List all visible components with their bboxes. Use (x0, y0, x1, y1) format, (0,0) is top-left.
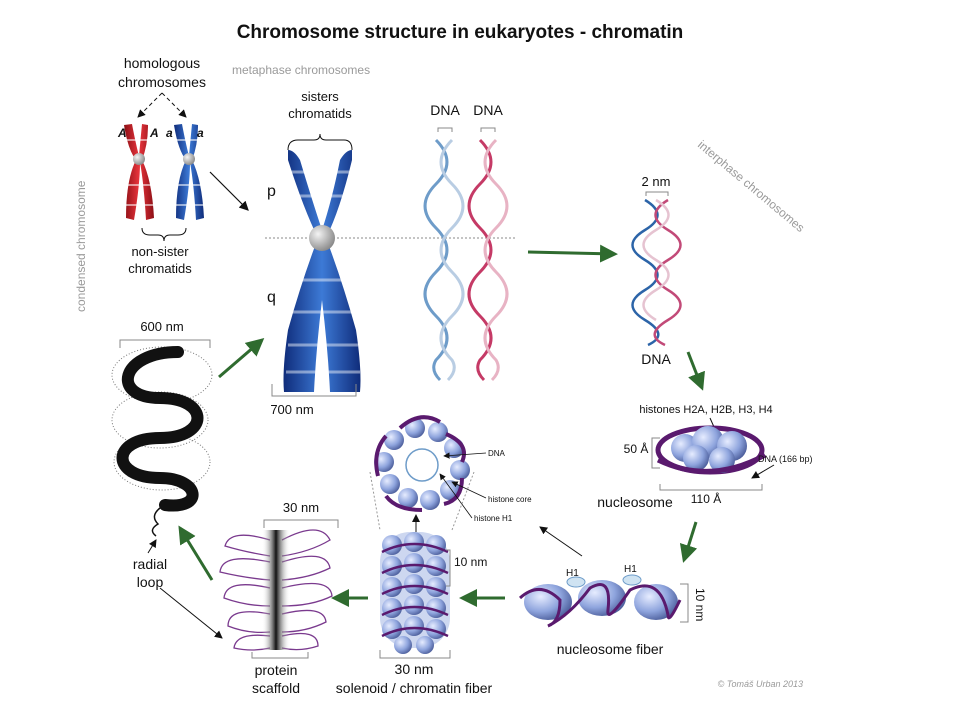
label-histone-core: histone core (488, 495, 532, 504)
label-protein: protein (255, 662, 298, 678)
nucleosome-core (655, 425, 767, 475)
dna-helix-right (467, 138, 509, 382)
arrow-dna-small (443, 452, 487, 459)
label-chromatids: chromatids (128, 261, 192, 276)
label-p-arm: p (267, 183, 276, 200)
label-solenoid: solenoid / chromatin fiber (336, 680, 493, 696)
radial-loop-detail (151, 507, 161, 537)
homologous-pair (124, 124, 204, 220)
red-chromosome (124, 124, 154, 220)
bracket-10nm-b (680, 583, 689, 623)
label-chromosomes: chromosomes (118, 74, 206, 90)
label-dna-bottom: DNA (641, 351, 671, 367)
arrow-histone-core (451, 481, 487, 499)
sisters-brace (287, 133, 353, 151)
label-nucleosome: nucleosome (597, 494, 673, 510)
bracket-600nm (119, 339, 211, 348)
label-dna-right: DNA (473, 102, 503, 118)
arrow-radial-loop (147, 539, 157, 554)
label-scaffold: scaffold (252, 680, 300, 696)
label-10nm-a: 10 nm (454, 555, 487, 569)
label-dna-small: DNA (488, 449, 506, 458)
label-30nm-top: 30 nm (283, 500, 319, 515)
allele-a1: a (166, 126, 173, 140)
arrow-radial-to-scaffold (159, 587, 223, 639)
size-bracket-700 (271, 384, 357, 397)
label-q-arm: q (267, 289, 276, 306)
label-600nm: 600 nm (140, 319, 183, 334)
label-dna-166: DNA (166 bp) (758, 454, 813, 464)
protein-scaffold (262, 530, 290, 650)
label-700nm: 700 nm (270, 402, 313, 417)
copyright: © Tomáš Urban 2013 (718, 679, 803, 689)
arrow-histone-h1 (439, 473, 473, 519)
arrow-to-condensed (178, 525, 214, 581)
arrow-to-interphase (527, 244, 618, 263)
sister-chromosome (283, 150, 361, 392)
blue-centromere (183, 153, 195, 165)
interphase-helix (631, 198, 682, 347)
dashed-arrow-right (161, 92, 187, 118)
label-histone-h1: histone H1 (474, 514, 513, 523)
non-sister-brace (141, 227, 187, 242)
label-histones: histones H2A, H2B, H3, H4 (639, 404, 772, 416)
label-sisters-chromatids: chromatids (288, 106, 352, 121)
label-50A: 50 Å (624, 441, 649, 456)
dashed-arrow-left (137, 92, 163, 118)
allele-A1: A (117, 126, 127, 140)
label-metaphase: metaphase chromosomes (232, 63, 370, 77)
label-homologous: homologous (124, 55, 200, 71)
label-radial: radial (133, 556, 167, 572)
dna-bracket-left (437, 127, 453, 132)
label-10nm-b: 10 nm (693, 588, 707, 621)
blue-chromosome (174, 124, 204, 220)
sister-centromere (309, 225, 335, 251)
bracket-50A (651, 437, 660, 469)
arrow-to-sister (209, 171, 249, 211)
arrow-fiber-to-cross-section (539, 526, 583, 557)
label-h1-a: H1 (566, 568, 579, 579)
label-dna-left: DNA (430, 102, 460, 118)
allele-A2: A (149, 126, 159, 140)
bracket-30nm-bottom (379, 650, 451, 659)
scaffold-loops (219, 529, 333, 651)
arrow-to-fiber (679, 521, 698, 563)
solenoid-fiber (380, 532, 450, 654)
zoom-line-left (369, 471, 381, 531)
label-h1-b: H1 (624, 564, 637, 575)
arrow-to-nucleosome (686, 351, 705, 391)
label-interphase: interphase chromosomes (695, 138, 807, 235)
bracket-10nm-a (446, 549, 451, 587)
bracket-30nm-top (263, 519, 339, 528)
label-non-sister: non-sister (131, 244, 189, 259)
condensed-coil (116, 346, 204, 512)
sister-chromatids-body (283, 150, 361, 392)
bracket-scaffold (251, 652, 309, 659)
bracket-110A (659, 484, 763, 491)
label-condensed: condensed chromosome (74, 180, 88, 312)
dna-bracket-right (480, 127, 496, 132)
allele-a2: a (197, 126, 204, 140)
red-centromere (133, 153, 145, 165)
label-nucleosome-fiber: nucleosome fiber (557, 641, 664, 657)
label-loop: loop (137, 574, 164, 590)
label-2nm: 2 nm (642, 174, 671, 189)
page-title: Chromosome structure in eukaryotes - chr… (237, 22, 684, 43)
bracket-2nm (645, 191, 669, 196)
nucleosome-fiber (518, 574, 682, 628)
arrow-dna-166 (751, 464, 775, 479)
label-30nm-bottom: 30 nm (395, 661, 434, 677)
arrow-to-metaphase (218, 338, 265, 379)
label-sisters: sisters (301, 89, 339, 104)
dna-helix-left (423, 138, 465, 382)
label-110A: 110 Å (691, 491, 721, 506)
radial-loops-halo (111, 346, 213, 491)
